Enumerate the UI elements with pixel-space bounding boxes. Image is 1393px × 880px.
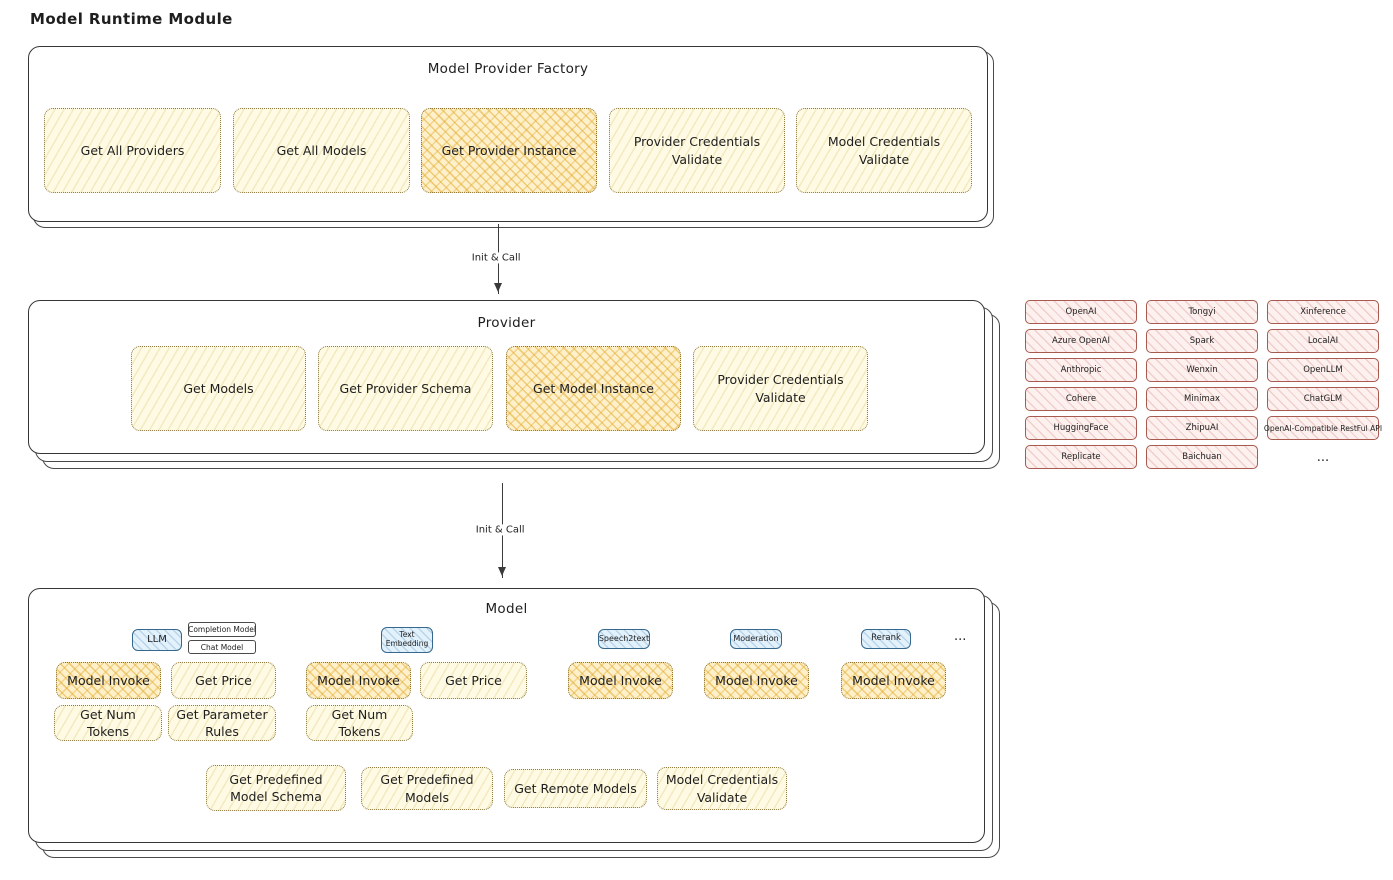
node-provider-credentials-validate-2: Provider Credentials Validate bbox=[693, 346, 868, 431]
badge-completion-model: Completion Model bbox=[188, 622, 256, 637]
provider-pill: Anthropic bbox=[1025, 358, 1137, 382]
provider-pill: Spark bbox=[1146, 329, 1258, 353]
provider-pill: Minimax bbox=[1146, 387, 1258, 411]
provider-list-grid: OpenAI Tongyi Xinference Azure OpenAI Sp… bbox=[1025, 300, 1382, 469]
model-title: Model bbox=[485, 601, 528, 617]
node-speech2text-model-invoke: Model Invoke bbox=[568, 662, 673, 699]
provider-pill: Baichuan bbox=[1146, 445, 1258, 469]
badge-speech2text: Speech2text bbox=[598, 629, 650, 649]
model-provider-factory-box: Model Provider Factory Get All Providers… bbox=[28, 46, 988, 222]
node-model-credentials-validate: Model Credentials Validate bbox=[796, 108, 972, 193]
provider-pill: Tongyi bbox=[1146, 300, 1258, 324]
arrow-provider-to-model: Init & Call bbox=[471, 483, 529, 578]
provider-pill: ChatGLM bbox=[1267, 387, 1379, 411]
badge-chat-model: Chat Model bbox=[188, 640, 256, 654]
node-get-model-instance: Get Model Instance bbox=[506, 346, 681, 431]
arrow-init-call-label-2: Init & Call bbox=[471, 523, 529, 535]
provider-pill: OpenLLM bbox=[1267, 358, 1379, 382]
node-embedding-get-price: Get Price bbox=[420, 662, 527, 699]
node-get-predefined-models: Get Predefined Models bbox=[361, 767, 493, 810]
arrow-factory-to-provider: Init & Call bbox=[467, 224, 525, 294]
provider-pill: Xinference bbox=[1267, 300, 1379, 324]
node-get-all-providers: Get All Providers bbox=[44, 108, 221, 193]
node-get-predefined-model-schema: Get Predefined Model Schema bbox=[206, 765, 346, 811]
provider-pill: Cohere bbox=[1025, 387, 1137, 411]
provider-pill: OpenAI bbox=[1025, 300, 1137, 324]
node-llm-get-price: Get Price bbox=[171, 662, 276, 699]
node-get-provider-schema: Get Provider Schema bbox=[318, 346, 493, 431]
provider-pill: Wenxin bbox=[1146, 358, 1258, 382]
provider-pill: Replicate bbox=[1025, 445, 1137, 469]
badge-llm: LLM bbox=[132, 629, 182, 651]
provider-box: Provider Get Models Get Provider Schema … bbox=[28, 300, 985, 454]
badge-moderation: Moderation bbox=[730, 629, 782, 649]
badge-text-embedding: Text Embedding bbox=[381, 627, 433, 653]
node-rerank-model-invoke: Model Invoke bbox=[841, 662, 946, 699]
node-llm-model-invoke: Model Invoke bbox=[56, 662, 161, 699]
node-embedding-model-invoke: Model Invoke bbox=[306, 662, 411, 699]
model-box: Model LLM Completion Model Chat Model Te… bbox=[28, 588, 985, 843]
provider-pill: LocalAI bbox=[1267, 329, 1379, 353]
model-types-more: ... bbox=[954, 629, 967, 644]
provider-pill: OpenAI-Compatible RestFul API bbox=[1264, 416, 1382, 440]
node-provider-credentials-validate: Provider Credentials Validate bbox=[609, 108, 785, 193]
node-model-credentials-validate-2: Model Credentials Validate bbox=[657, 767, 787, 810]
node-get-provider-instance: Get Provider Instance bbox=[421, 108, 597, 193]
provider-title: Provider bbox=[477, 315, 536, 331]
provider-list-more: ... bbox=[1316, 449, 1330, 465]
badge-rerank: Rerank bbox=[861, 629, 911, 649]
node-get-all-models: Get All Models bbox=[233, 108, 410, 193]
page-title: Model Runtime Module bbox=[30, 10, 233, 28]
node-get-remote-models: Get Remote Models bbox=[504, 769, 647, 808]
node-llm-get-parameter-rules: Get Parameter Rules bbox=[168, 705, 276, 741]
node-get-models: Get Models bbox=[131, 346, 306, 431]
node-llm-get-num-tokens: Get Num Tokens bbox=[54, 705, 162, 741]
provider-pill: Azure OpenAI bbox=[1025, 329, 1137, 353]
factory-title: Model Provider Factory bbox=[427, 61, 589, 77]
provider-pill: ZhipuAI bbox=[1146, 416, 1258, 440]
arrow-init-call-label-1: Init & Call bbox=[467, 252, 525, 264]
provider-pill: HuggingFace bbox=[1025, 416, 1137, 440]
node-moderation-model-invoke: Model Invoke bbox=[704, 662, 809, 699]
node-embedding-get-num-tokens: Get Num Tokens bbox=[306, 705, 413, 741]
